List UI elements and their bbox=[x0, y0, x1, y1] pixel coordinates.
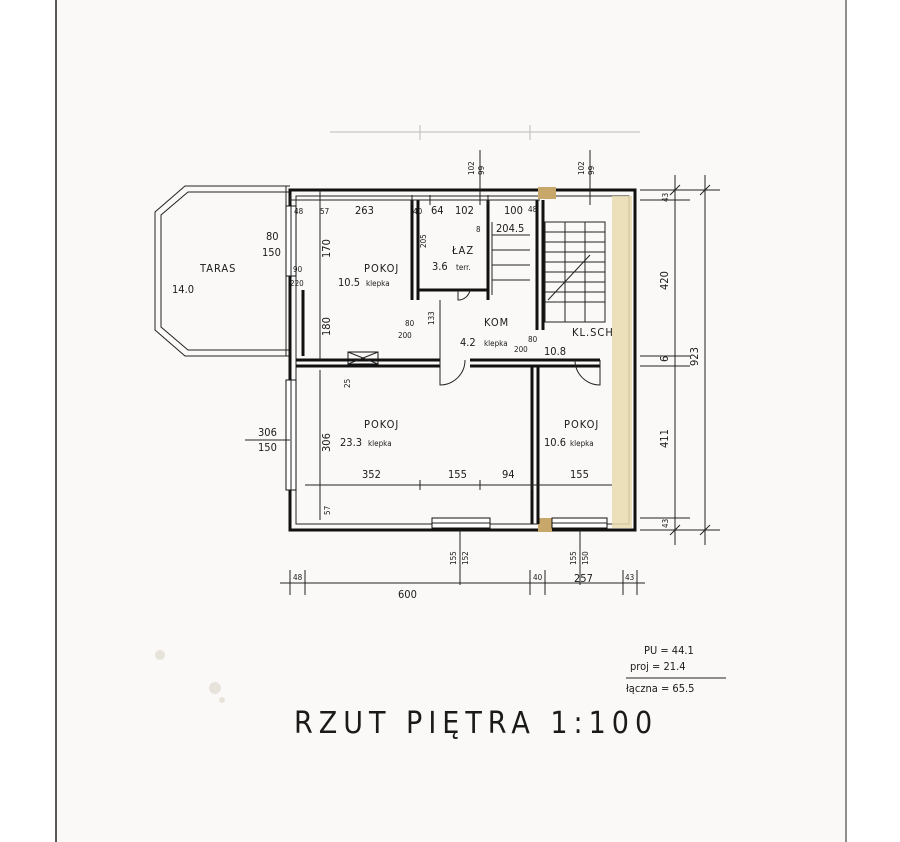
room-name-pokoj-se: POKOJ bbox=[564, 418, 599, 431]
dim-door-200a: 200 bbox=[398, 331, 412, 340]
dim-sw-306b: 306 bbox=[320, 433, 333, 452]
dim-taras-80: 80 bbox=[266, 230, 279, 243]
dim-right-6: 6 bbox=[658, 356, 671, 362]
dim-base-600: 600 bbox=[398, 588, 417, 601]
dim-bot-155b: 155 bbox=[569, 551, 578, 565]
dim-sw-25: 25 bbox=[343, 379, 352, 388]
room-area-pokoj-nw: 10.5 bbox=[338, 276, 360, 289]
room-floor-kaz: terr. bbox=[456, 263, 471, 272]
note-proj: proj = 21.4 bbox=[630, 660, 686, 673]
dim-bot-150: 150 bbox=[581, 551, 590, 565]
doors bbox=[347, 289, 601, 386]
dim-nw-170: 170 bbox=[320, 239, 333, 258]
room-labels: TARAS 14.0 POKOJ 10.5 klepka ŁAZ 3.6 ter… bbox=[172, 244, 614, 449]
dim-top-40: 40 bbox=[413, 207, 423, 216]
dim-door-200b: 200 bbox=[514, 345, 528, 354]
room-name-kl-sch: KL.SCH bbox=[572, 326, 614, 339]
paper-stains bbox=[155, 650, 225, 703]
staircase bbox=[491, 221, 606, 323]
room-name-kaz: ŁAZ bbox=[451, 244, 474, 257]
dim-right-420: 420 bbox=[658, 271, 671, 290]
dim-kaz-205: 205 bbox=[419, 234, 428, 248]
area-notes: PU = 44.1 proj = 21.4 łączna = 65.5 bbox=[626, 644, 726, 695]
dim-win-top-1b: 99 bbox=[477, 165, 486, 175]
dim-right-923: 923 bbox=[688, 347, 701, 366]
dim-top-57: 57 bbox=[320, 207, 329, 216]
dim-base-40: 40 bbox=[533, 573, 543, 582]
room-floor-pokoj-sw: klepka bbox=[368, 439, 392, 448]
room-name-pokoj-nw: POKOJ bbox=[364, 262, 399, 275]
dim-top-48b: 48 bbox=[294, 207, 304, 216]
room-area-kom: 4.2 bbox=[460, 336, 476, 349]
room-name-pokoj-sw: POKOJ bbox=[364, 418, 399, 431]
dim-top-263: 263 bbox=[355, 204, 374, 217]
dim-taras-150: 150 bbox=[262, 246, 281, 259]
room-area-pokoj-se: 10.6 bbox=[544, 436, 566, 449]
room-area-pokoj-sw: 23.3 bbox=[340, 436, 362, 449]
faint-background-marks bbox=[330, 125, 640, 140]
dim-base-257: 257 bbox=[574, 572, 593, 585]
dim-top-48a: 48 bbox=[528, 205, 538, 214]
dimension-lines bbox=[245, 150, 720, 595]
dim-mid-352: 352 bbox=[362, 468, 381, 481]
dim-top-64: 64 bbox=[431, 204, 444, 217]
dim-mid-155b: 155 bbox=[570, 468, 589, 481]
room-area-taras: 14.0 bbox=[172, 283, 194, 296]
dim-top-102: 102 bbox=[455, 204, 474, 217]
dim-win-top-2b: 99 bbox=[587, 165, 596, 175]
dim-sw-306a: 306 bbox=[258, 426, 277, 439]
dim-mid-155a: 155 bbox=[448, 468, 467, 481]
dim-nw-180: 180 bbox=[320, 317, 333, 336]
note-total: łączna = 65.5 bbox=[626, 682, 694, 695]
drawing-title: RZUT PIĘTRA 1:100 bbox=[294, 706, 658, 741]
dimension-labels: 263 64 102 100 48 57 40 48 102 99 102 99… bbox=[258, 161, 701, 601]
dim-kaz-204-5: 204.5 bbox=[496, 222, 524, 235]
dim-sw-150: 150 bbox=[258, 441, 277, 454]
dim-door-133: 133 bbox=[427, 311, 436, 325]
dim-nw-90: 90 bbox=[293, 265, 303, 274]
dim-bot-155a: 155 bbox=[449, 551, 458, 565]
dim-win-top-2: 102 bbox=[577, 161, 586, 175]
dim-base-48: 48 bbox=[293, 573, 303, 582]
note-pu: PU = 44.1 bbox=[644, 644, 694, 657]
paper-sheet bbox=[56, 0, 846, 842]
dim-mid-94: 94 bbox=[502, 468, 515, 481]
dim-right-43b: 43 bbox=[661, 519, 670, 528]
dim-right-43a: 43 bbox=[661, 193, 670, 202]
room-name-taras: TARAS bbox=[199, 262, 236, 275]
room-name-kom: KOM bbox=[484, 316, 509, 329]
dim-win-top-1: 102 bbox=[467, 161, 476, 175]
dim-bot-152: 152 bbox=[461, 551, 470, 565]
dim-right-411: 411 bbox=[658, 429, 671, 448]
room-area-kaz: 3.6 bbox=[432, 260, 448, 273]
room-floor-pokoj-se: klepka bbox=[570, 439, 594, 448]
dim-nw-220: 220 bbox=[290, 279, 304, 288]
windows bbox=[285, 205, 608, 529]
dim-kaz-8: 8 bbox=[476, 225, 481, 234]
dim-top-100: 100 bbox=[504, 204, 523, 217]
dim-base-43: 43 bbox=[625, 573, 634, 582]
room-floor-kom: klepka bbox=[484, 339, 508, 348]
dim-door-80b: 80 bbox=[528, 335, 538, 344]
dim-bot-57: 57 bbox=[323, 506, 332, 515]
room-area-kl-sch: 10.8 bbox=[544, 345, 566, 358]
room-floor-pokoj-nw: klepka bbox=[366, 279, 390, 288]
dim-door-80a: 80 bbox=[405, 319, 415, 328]
